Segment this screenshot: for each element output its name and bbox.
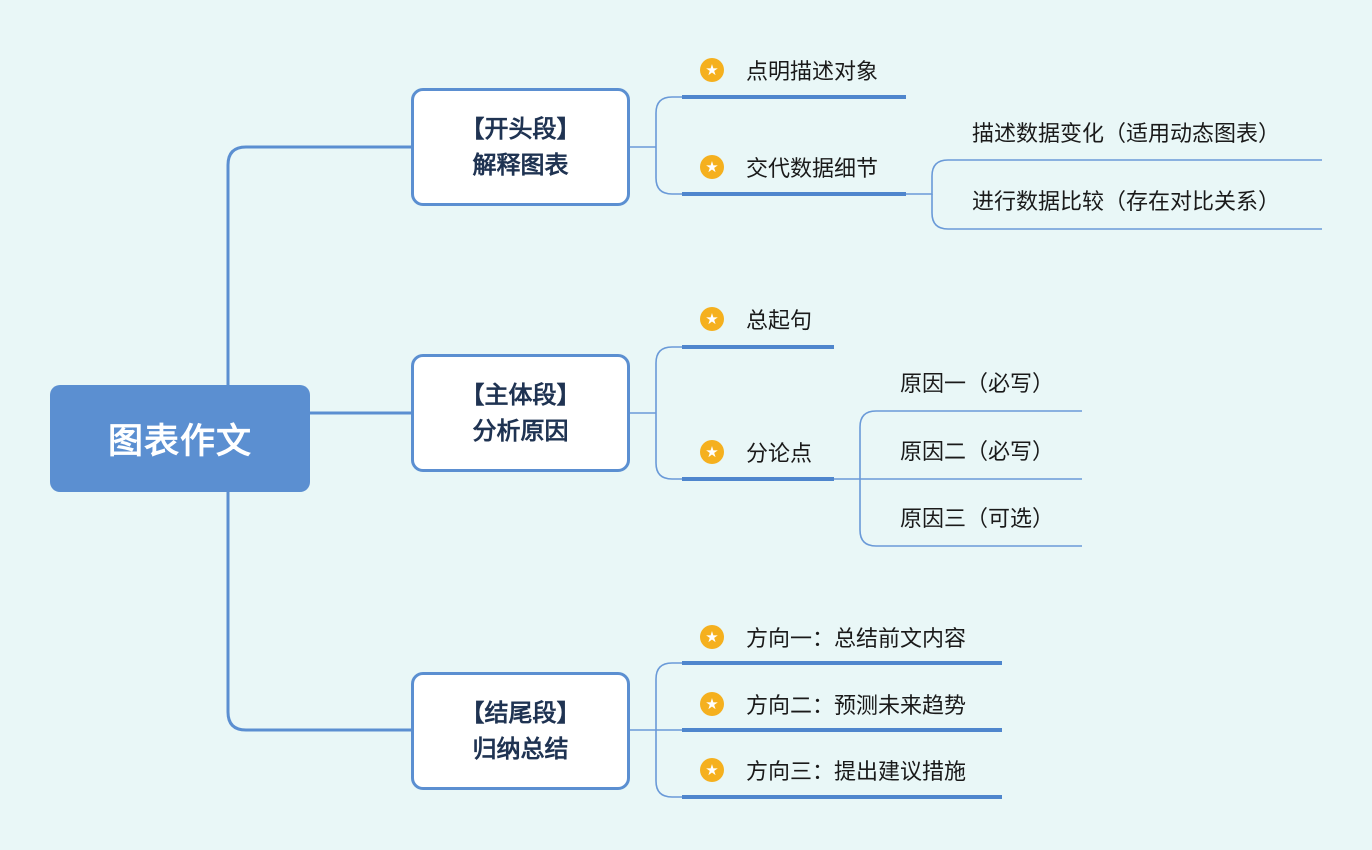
sub-node[interactable]: 原因三（可选） bbox=[900, 507, 1055, 532]
sub-node[interactable]: 描述数据变化（适用动态图表） bbox=[972, 122, 1281, 147]
branch-line-1: 【开头段】 bbox=[460, 115, 581, 143]
branch-line-1: 【结尾段】 bbox=[460, 699, 581, 727]
star-icon: ★ bbox=[700, 440, 724, 464]
sub-node[interactable]: 进行数据比较（存在对比关系） bbox=[972, 190, 1281, 215]
leaf-node[interactable]: ★ 交代数据细节 bbox=[700, 152, 878, 182]
connector-leaf-2-2-sub-3 bbox=[859, 479, 1082, 547]
sub-node[interactable]: 原因一（必写） bbox=[900, 372, 1055, 397]
star-icon: ★ bbox=[700, 692, 724, 716]
leaf-node[interactable]: ★ 点明描述对象 bbox=[700, 55, 878, 85]
leaf-label: 方向二：预测未来趋势 bbox=[746, 694, 967, 719]
connector-leaf-2-2-sub-1 bbox=[859, 410, 1082, 479]
leaf-node[interactable]: ★ 方向三：提出建议措施 bbox=[700, 755, 966, 785]
leaf-label: 点明描述对象 bbox=[746, 60, 879, 85]
connector-leaf-1-2-sub-1 bbox=[906, 159, 1322, 195]
leaf-node[interactable]: ★ 总起句 bbox=[700, 304, 812, 334]
branch-line-2: 归纳总结 bbox=[472, 735, 569, 763]
connector-branch-3-leaf-1 bbox=[655, 662, 682, 730]
connector-branch-1-leaf-2 bbox=[655, 147, 682, 195]
connector-branch-2-leaf-1 bbox=[655, 346, 682, 413]
connector-branch-3-leaf-3 bbox=[655, 730, 682, 798]
branch-line-2: 解释图表 bbox=[472, 151, 569, 179]
leaf-node[interactable]: ★ 方向一：总结前文内容 bbox=[700, 622, 966, 652]
star-icon: ★ bbox=[700, 758, 724, 782]
root-label: 图表作文 bbox=[107, 422, 252, 462]
connector-root-branch-1 bbox=[226, 145, 411, 385]
branch-line-2: 分析原因 bbox=[472, 417, 569, 445]
leaf-label: 方向一：总结前文内容 bbox=[746, 627, 967, 652]
star-icon: ★ bbox=[700, 307, 724, 331]
leaf-node[interactable]: ★ 分论点 bbox=[700, 437, 812, 467]
branch-node-ending[interactable]: 【结尾段】 归纳总结 bbox=[411, 672, 630, 790]
leaf-label: 总起句 bbox=[746, 309, 813, 334]
connector-leaf-1-2-sub-2 bbox=[931, 194, 1322, 230]
star-icon: ★ bbox=[700, 155, 724, 179]
connector-branch-1-leaf-1 bbox=[655, 96, 682, 147]
connector-branch-2-leaf-2 bbox=[655, 413, 682, 480]
branch-node-body[interactable]: 【主体段】 分析原因 bbox=[411, 354, 630, 472]
branch-line-1: 【主体段】 bbox=[460, 381, 581, 409]
connector-root-branch-3 bbox=[226, 492, 411, 732]
root-node[interactable]: 图表作文 bbox=[50, 385, 310, 492]
leaf-label: 方向三：提出建议措施 bbox=[746, 760, 967, 785]
leaf-node[interactable]: ★ 方向二：预测未来趋势 bbox=[700, 689, 966, 719]
leaf-label: 交代数据细节 bbox=[746, 157, 879, 182]
star-icon: ★ bbox=[700, 58, 724, 82]
star-icon: ★ bbox=[700, 625, 724, 649]
leaf-label: 分论点 bbox=[746, 442, 813, 467]
sub-node[interactable]: 原因二（必写） bbox=[900, 440, 1055, 465]
branch-node-opening[interactable]: 【开头段】 解释图表 bbox=[411, 88, 630, 206]
